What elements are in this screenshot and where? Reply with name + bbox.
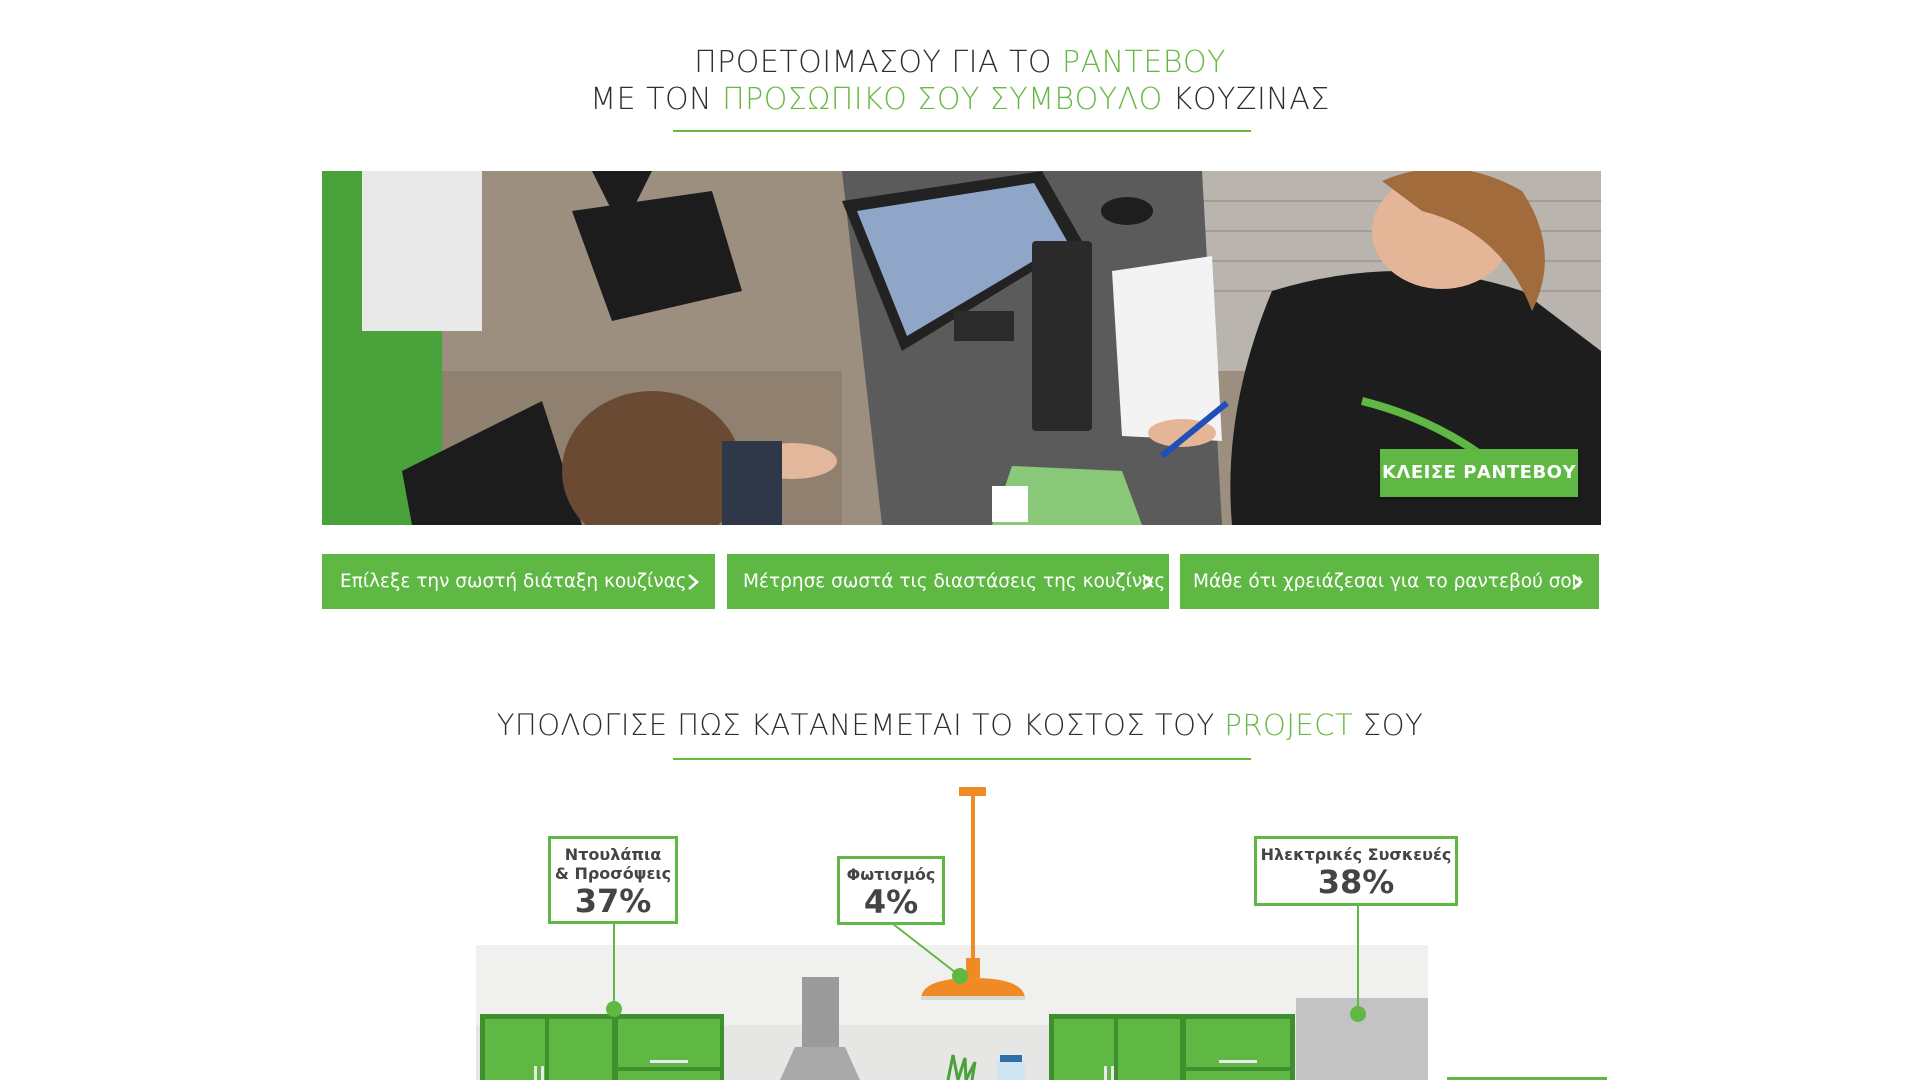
appointment-needs-button[interactable]: Μάθε ότι χρειάζεσαι για το ραντεβού σου	[1180, 554, 1599, 609]
callout-cabinets-percent: 37%	[574, 882, 652, 920]
callout-cabinets-label1: Ντουλάπια	[564, 845, 662, 864]
measure-dimensions-button[interactable]: Μέτρησε σωστά τις διαστάσεις της κουζίνα…	[727, 554, 1169, 609]
cost-heading: ΥΠΟΛΟΓΙΣΕ ΠΩΣ ΚΑΤΑΝΕΜΕΤΑΙ ΤΟ ΚΟΣΤΟΣ ΤΟΥ …	[496, 708, 1424, 742]
appointment-heading: ΠΡΟΕΤΟΙΜΑΣΟΥ ΓΙΑ ΤΟ ΡΑΝΤΕΒΟΥ ΜΕ ΤΟΝ ΠΡΟΣ…	[0, 44, 1920, 118]
appointment-needs-label: Μάθε ότι χρειάζεσαι για το ραντεβού σου	[1193, 571, 1583, 592]
chevron-right-icon	[688, 574, 699, 590]
heading-underline	[673, 130, 1251, 132]
choose-layout-button[interactable]: Επίλεξε την σωστή διάταξη κουζίνας	[322, 554, 715, 609]
chevron-right-icon	[1572, 574, 1583, 590]
callout-lighting-label: Φωτισμός	[846, 865, 936, 884]
advisor-photo	[322, 171, 1601, 525]
advisor-photo-banner	[322, 171, 1601, 525]
choose-layout-label: Επίλεξε την σωστή διάταξη κουζίνας	[340, 571, 687, 592]
cost-heading-underline	[673, 758, 1251, 760]
callout-appliances-percent: 38%	[1317, 863, 1395, 901]
chevron-right-icon	[1142, 574, 1153, 590]
callout-lighting: Φωτισμός 4%	[837, 856, 945, 925]
heading-highlight-appointment: ΡΑΝΤΕΒΟΥ	[1062, 45, 1226, 80]
callout-cabinets-label2: & Προσόψεις	[554, 864, 672, 883]
measure-dimensions-label: Μέτρησε σωστά τις διαστάσεις της κουζίνα…	[743, 571, 1166, 592]
callout-appliances-label: Ηλεκτρικές Συσκευές	[1260, 845, 1452, 864]
appointment-heading-line2: ΜΕ ΤΟΝ ΠΡΟΣΩΠΙΚΟ ΣΟΥ ΣΥΜΒΟΥΛΟ ΚΟΥΖΙΝΑΣ	[590, 82, 1330, 117]
heading-highlight-advisor: ΠΡΟΣΩΠΙΚΟ ΣΟΥ ΣΥΜΒΟΥΛΟ	[722, 82, 1163, 117]
kitchen-cost-infographic	[476, 787, 1607, 1080]
callout-lighting-percent: 4%	[863, 883, 919, 921]
callout-cabinets: Ντουλάπια & Προσόψεις 37%	[548, 836, 678, 924]
callout-appliances: Ηλεκτρικές Συσκευές 38%	[1254, 836, 1458, 906]
book-appointment-button[interactable]: ΚΛΕΙΣΕ ΡΑΝΤΕΒΟΥ	[1380, 449, 1578, 497]
heading-highlight-project: PROJECT	[1224, 708, 1354, 742]
appointment-heading-line1: ΠΡΟΕΤΟΙΜΑΣΟΥ ΓΙΑ ΤΟ ΡΑΝΤΕΒΟΥ	[694, 45, 1226, 80]
